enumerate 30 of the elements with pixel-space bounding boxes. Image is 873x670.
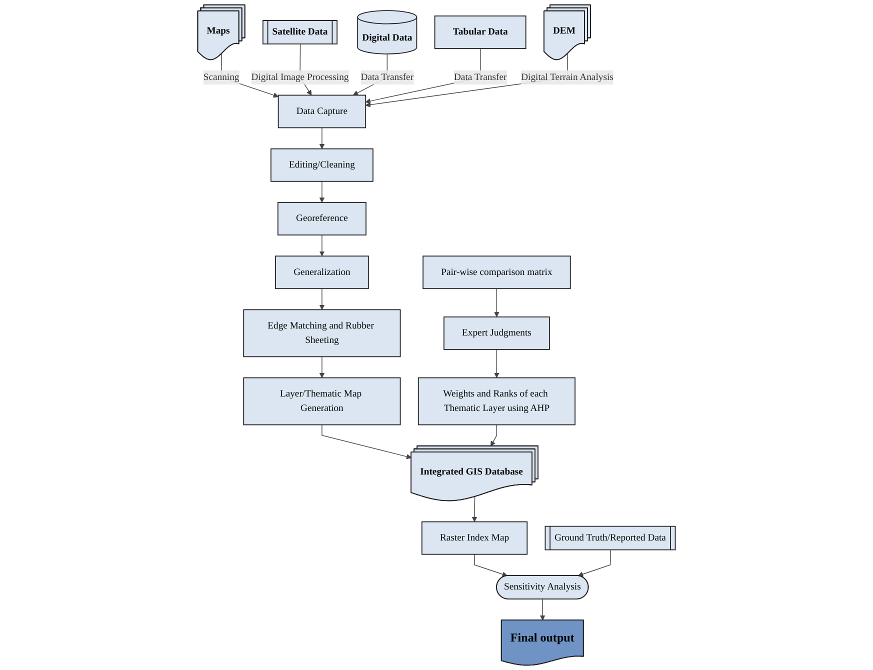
arrow: [490, 424, 498, 446]
node-box: Tabular Data: [434, 16, 526, 49]
node-box: Edge Matching and Rubber Sheeting: [243, 309, 401, 358]
arrow: [319, 181, 325, 203]
arrow: [319, 288, 325, 310]
node-box: Georeference: [277, 202, 366, 236]
arrow: [322, 424, 412, 460]
node-box: Expert Judgments: [444, 316, 550, 350]
edge-label: Scanning: [203, 72, 240, 82]
arrow: [578, 550, 611, 577]
node-box: Raster Index Map: [421, 521, 528, 555]
arrow: [494, 349, 500, 378]
arrow: [319, 356, 325, 378]
arrow: [319, 127, 325, 150]
node-box: Data Capture: [278, 94, 366, 128]
node-box: Editing/Cleaning: [270, 148, 374, 182]
edge-label: Data Transfer: [360, 72, 414, 82]
arrow: [494, 288, 500, 318]
node-box: Generalization: [275, 256, 369, 290]
edge-label: Digital Image Processing: [251, 72, 349, 82]
arrow: [474, 554, 508, 577]
node-box: Layer/Thematic Map Generation: [243, 377, 401, 426]
edge-label: Data Transfer: [454, 72, 507, 82]
arrow: [472, 496, 478, 522]
node-box: Pair-wise comparison matrix: [422, 256, 571, 290]
arrow: [319, 234, 325, 256]
node-box: Weights and Ranks of each Thematic Layer using AHP: [418, 377, 576, 426]
edge-label: Digital Terrain Analysis: [521, 72, 614, 82]
arrow: [365, 54, 568, 108]
arrow: [540, 598, 546, 621]
